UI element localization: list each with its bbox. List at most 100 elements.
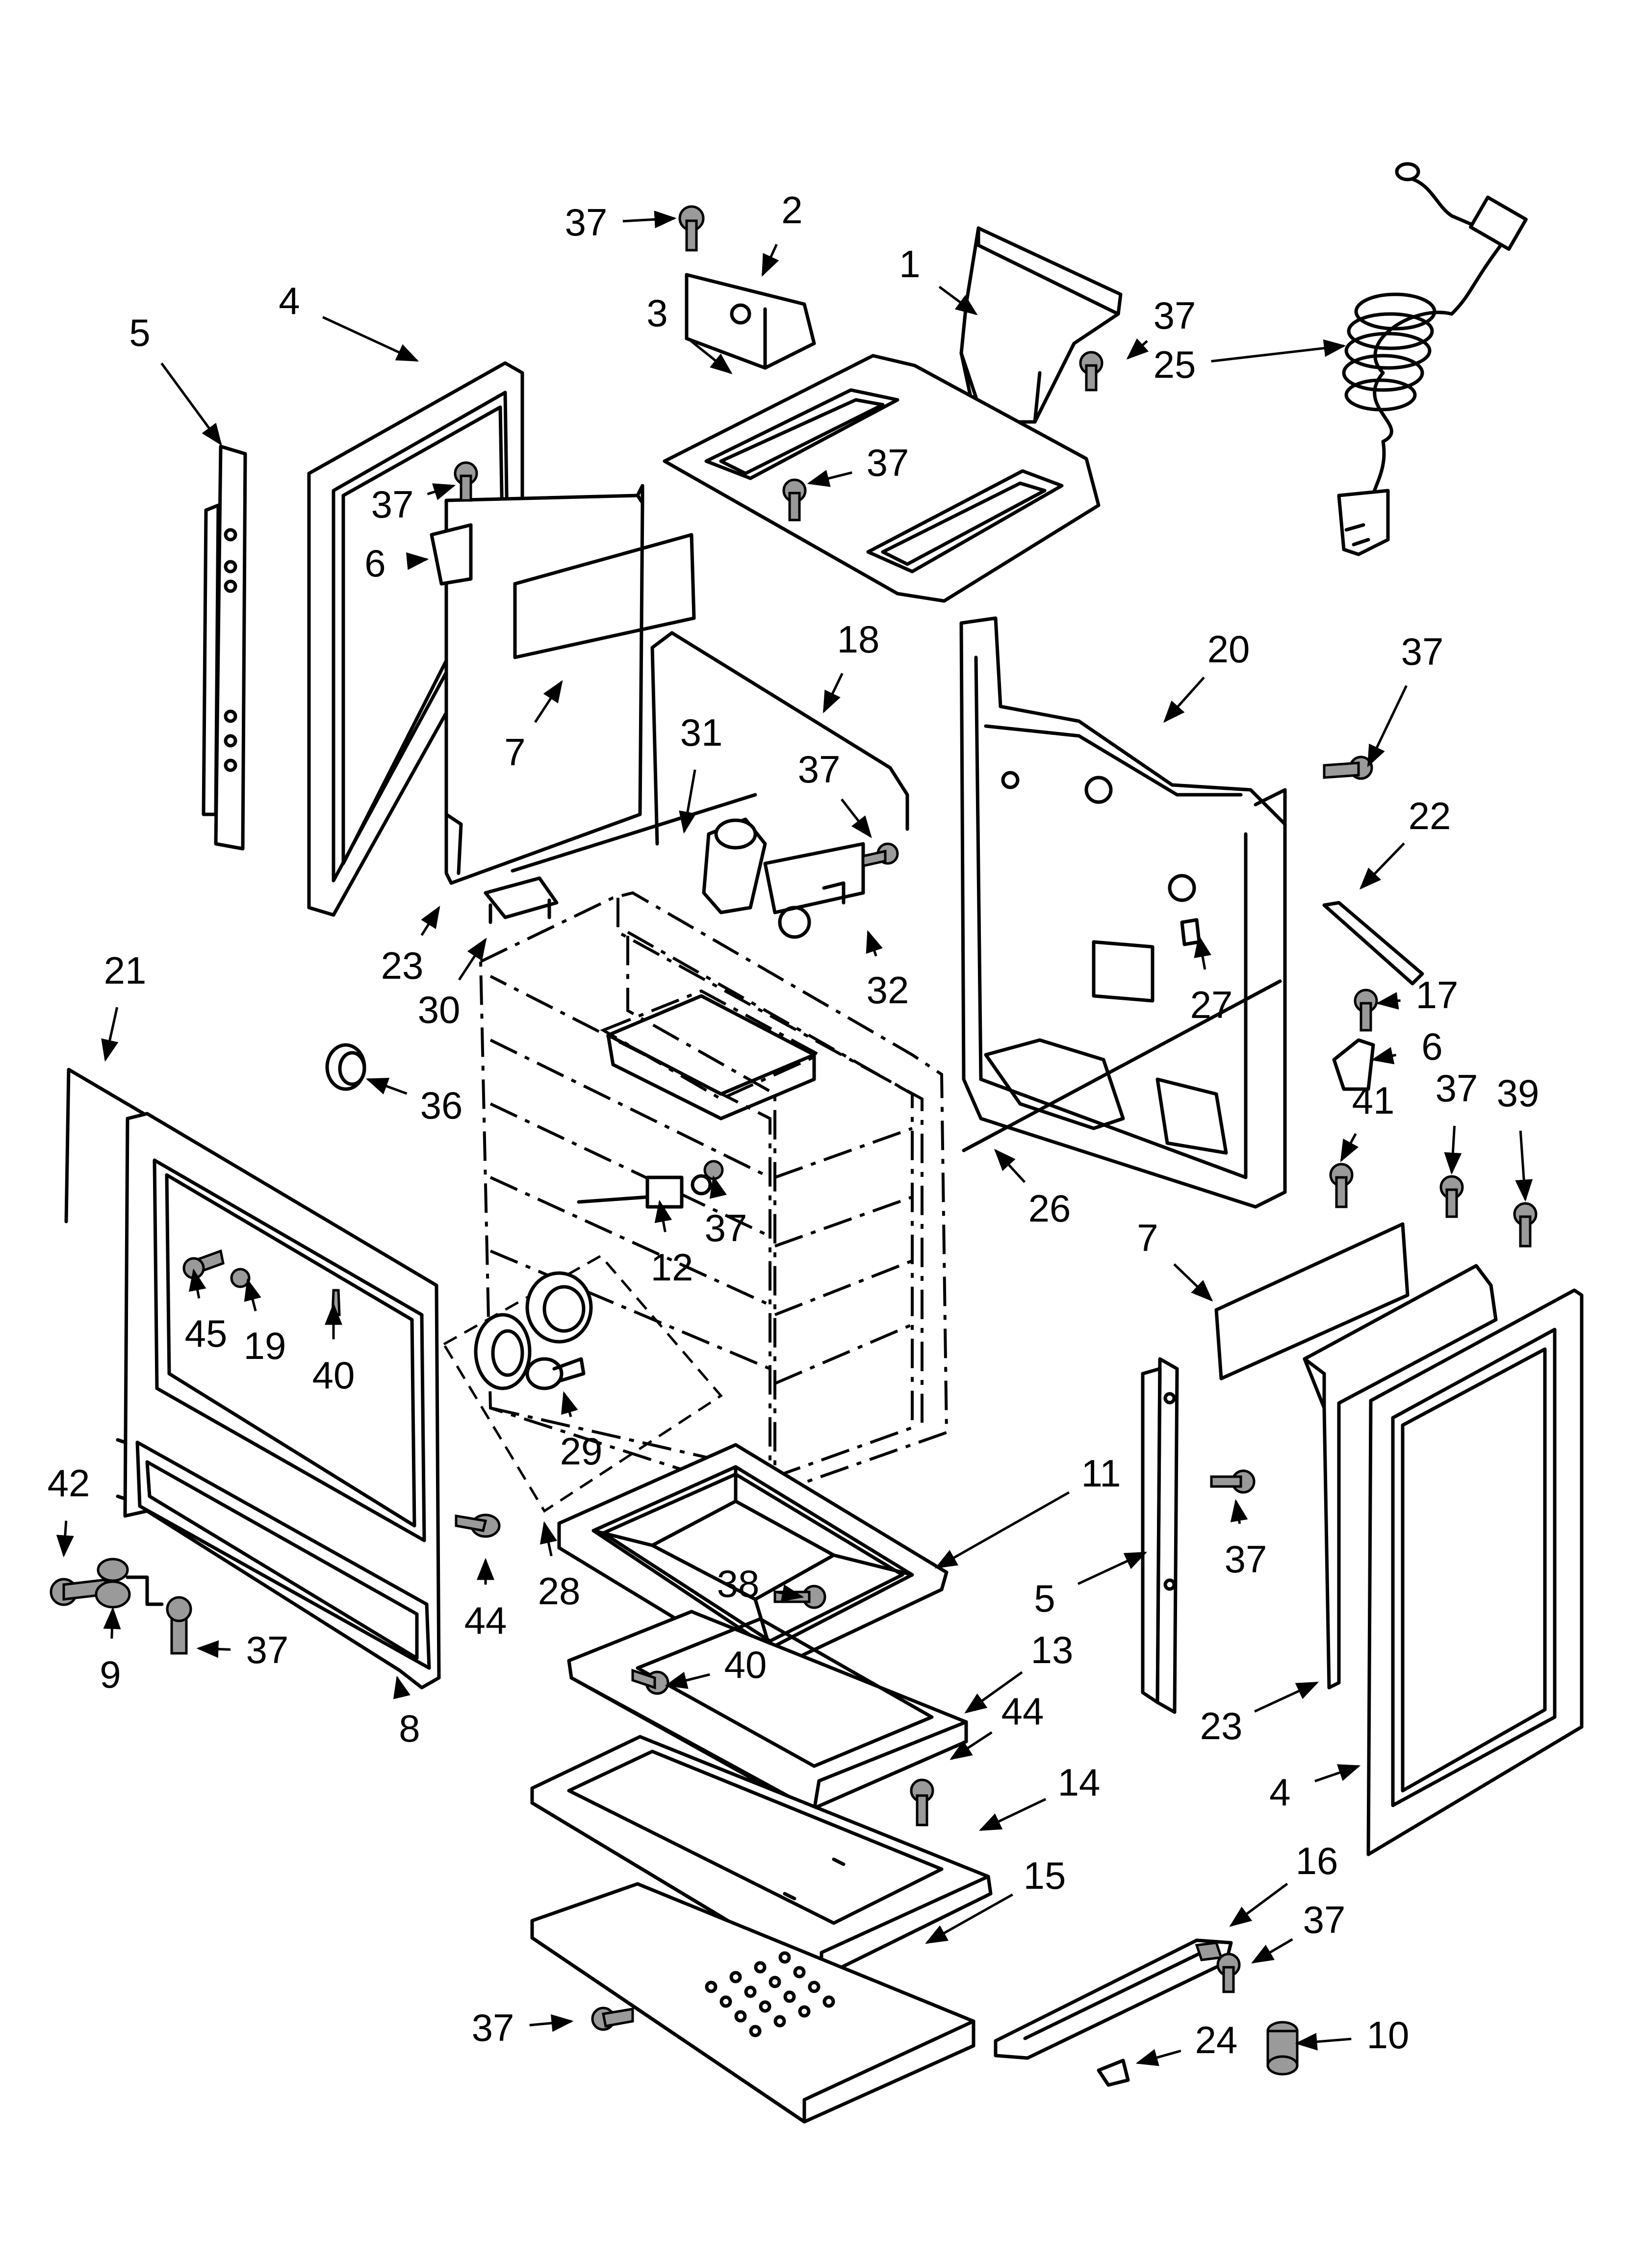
callout-number: 39 [1497,1071,1539,1115]
callout-11: 11 [935,1452,1121,1569]
part-10-leveling-leg [1266,2021,1299,2076]
callout-37: 37 [196,1628,289,1671]
callout-number: 9 [100,1653,121,1696]
leader-arrow [1163,677,1205,723]
callout-number: 37 [1303,1898,1346,1941]
part-23-right-panel [1303,1264,1498,1690]
callout-29: 29 [560,1391,602,1473]
callout-number: 25 [1154,343,1196,386]
leader-arrow [665,1671,710,1689]
callout-number: 7 [504,730,525,774]
leader-arrow [458,938,487,981]
callout-37: 37 [371,483,456,526]
callout-number: 37 [246,1628,289,1671]
callout-number: 13 [1031,1628,1074,1671]
callout-number: 41 [1352,1079,1395,1122]
callout-42: 42 [48,1461,90,1558]
leader-arrow [1376,992,1401,1010]
callout-number: 7 [1137,1216,1158,1259]
part-12-sensor [577,1174,712,1209]
callout-40: 40 [665,1643,767,1689]
callout-number: 3 [646,291,667,335]
leader-arrow [1135,2049,1181,2066]
leader-arrow [539,1521,558,1557]
part-36-cap [325,1043,366,1091]
part-5-right-strip [1141,1357,1179,1714]
callout-19: 19 [244,1278,286,1367]
callout-number: 37 [1436,1067,1478,1110]
part-25-power-cord [1337,162,1528,556]
callout-number: 18 [837,618,880,661]
callout-12: 12 [651,1199,693,1289]
part-22-rail [1322,901,1424,986]
callout-number: 23 [1200,1704,1243,1747]
leader-arrow [1367,685,1408,768]
callout-number: 6 [1421,1025,1442,1068]
callout-37: 37 [1251,1898,1346,1964]
callout-number: 45 [185,1312,228,1355]
callout-37: 37 [1367,630,1443,768]
callout-23: 23 [1200,1681,1319,1747]
leader-arrow [561,1391,578,1417]
callout-number: 28 [538,1569,581,1613]
leader-arrow [1077,1551,1148,1585]
callout-37: 37 [798,748,872,838]
callout-37: 37 [1225,1499,1267,1581]
callout-40: 40 [312,1303,355,1397]
callout-number: 37 [1154,294,1196,337]
callout-16: 16 [1229,1839,1338,1927]
callout-number: 37 [1225,1538,1267,1581]
fasteners-bottom-left [50,1513,501,1655]
callout-6: 6 [364,542,429,585]
callout-number: 5 [1034,1577,1055,1620]
callout-17: 17 [1376,973,1458,1017]
callout-number: 37 [472,2006,514,2049]
callout-37: 37 [705,1175,747,1250]
callout-number: 2 [781,188,802,232]
part-18-gasket [650,631,909,846]
leader-arrow [1173,1263,1213,1302]
callout-5: 5 [129,311,222,446]
callout-number: 16 [1296,1839,1338,1882]
leader-arrow [1359,842,1405,890]
leader-arrow [841,798,872,838]
part-32-thermostat [702,817,865,939]
callout-number: 22 [1409,794,1451,837]
part-14-drawer-tray [530,1735,993,1979]
leader-arrow [322,316,419,362]
callout-number: 44 [464,1599,507,1642]
leader-arrow [774,1584,804,1602]
callout-number: 32 [867,968,909,1012]
callout-number: 37 [867,441,909,484]
callout-number: 15 [1024,1854,1066,1897]
leader-arrow [244,1278,261,1312]
callout-number: 42 [48,1461,90,1505]
callout-37: 37 [472,2006,574,2049]
callout-number: 40 [312,1354,355,1397]
callout-number: 38 [717,1562,760,1605]
callout-number: 4 [279,279,300,322]
callout-number: 40 [724,1643,767,1686]
callout-number: 37 [565,201,608,244]
leader-arrow [1444,1125,1462,1175]
leader-arrow [420,906,440,936]
callout-15: 15 [925,1854,1066,1944]
leader-arrow [807,469,852,487]
callout-21: 21 [101,949,147,1062]
callout-number: 21 [104,949,147,992]
part-24-clip [1097,2059,1130,2087]
callout-9: 9 [100,1607,121,1696]
part-13-tray-lower [567,1610,968,1812]
callout-3: 3 [646,291,733,374]
callout-8: 8 [393,1675,420,1750]
leader-arrow [1340,1133,1359,1162]
part-2-bracket [685,273,816,370]
callout-2: 2 [761,188,803,277]
callout-37: 37 [565,201,677,244]
leader-arrow [393,1675,410,1699]
callout-number: 12 [651,1246,693,1289]
leader-arrow [978,1798,1047,1831]
callout-1: 1 [899,242,978,315]
leader-arrow [866,930,883,957]
